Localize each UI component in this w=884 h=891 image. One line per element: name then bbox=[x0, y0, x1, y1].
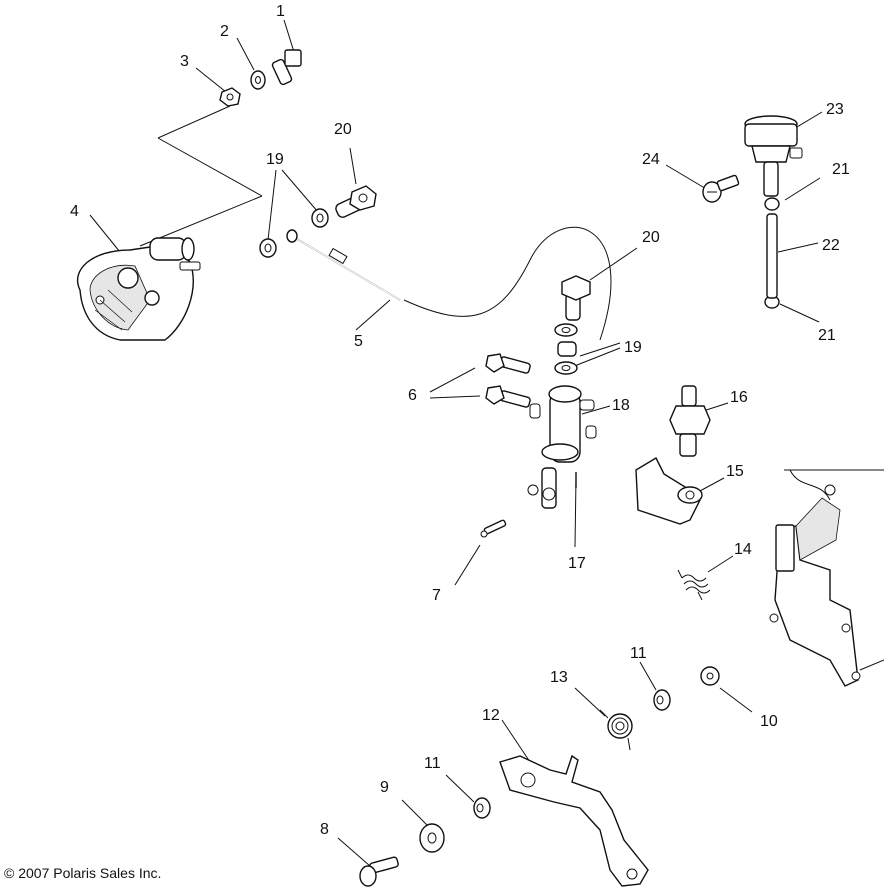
callout-20-upper: 20 bbox=[334, 121, 352, 138]
part-1-bolt bbox=[271, 49, 302, 86]
part-10-washer bbox=[700, 666, 720, 686]
callout-10: 10 bbox=[760, 713, 778, 730]
callout-3: 3 bbox=[180, 53, 189, 70]
part-24-screw bbox=[702, 174, 740, 203]
callout-11-lower: 11 bbox=[424, 755, 441, 772]
part-22-hose bbox=[766, 213, 778, 299]
part-3-nut bbox=[219, 87, 241, 107]
callout-23: 23 bbox=[826, 101, 844, 118]
callout-17: 17 bbox=[568, 555, 586, 572]
callout-22: 22 bbox=[822, 237, 840, 254]
callout-20-lower: 20 bbox=[642, 229, 660, 246]
part-18-master-cylinder bbox=[527, 385, 597, 509]
callout-7: 7 bbox=[432, 587, 441, 604]
callout-18: 18 bbox=[612, 397, 630, 414]
part-5-brake-rod bbox=[286, 229, 348, 265]
callout-24: 24 bbox=[642, 151, 660, 168]
callout-21-lower: 21 bbox=[818, 327, 836, 344]
part-9-washer bbox=[419, 823, 445, 853]
callout-13: 13 bbox=[550, 669, 568, 686]
part-15-bracket bbox=[635, 457, 703, 525]
part-19-sealing-washers-left bbox=[259, 208, 329, 258]
part-16-fitting bbox=[669, 385, 711, 457]
part-2-washer bbox=[250, 70, 266, 90]
callout-1: 1 bbox=[276, 3, 285, 20]
callout-12: 12 bbox=[482, 707, 500, 724]
part-11-bushing-lower bbox=[473, 797, 491, 819]
callout-19-left: 19 bbox=[266, 151, 284, 168]
part-4-brake-caliper bbox=[77, 237, 201, 341]
frame-section bbox=[769, 469, 884, 687]
leader-lines bbox=[89, 19, 823, 867]
part-7-clevis-pin bbox=[480, 519, 507, 538]
callout-4: 4 bbox=[70, 203, 79, 220]
copyright-notice: © 2007 Polaris Sales Inc. bbox=[4, 865, 161, 881]
callout-2: 2 bbox=[220, 23, 229, 40]
callout-21-upper: 21 bbox=[832, 161, 850, 178]
callout-6: 6 bbox=[408, 387, 417, 404]
part-14-spring bbox=[677, 569, 711, 601]
part-20-banjo-bolt-upper bbox=[335, 185, 377, 218]
part-21-hose-clamps bbox=[764, 197, 780, 309]
callout-5: 5 bbox=[354, 333, 363, 350]
callout-15: 15 bbox=[726, 463, 744, 480]
callout-16: 16 bbox=[730, 389, 748, 406]
part-6-bolts bbox=[485, 353, 531, 408]
part-19-sealing-washers-right bbox=[554, 323, 578, 375]
callout-9: 9 bbox=[380, 779, 389, 796]
part-13-spring bbox=[599, 709, 633, 751]
callout-14: 14 bbox=[734, 541, 752, 558]
callout-labels: 1 2 3 4 5 6 7 8 9 10 11 11 12 13 14 15 1… bbox=[70, 3, 850, 838]
part-11-bushing-upper bbox=[653, 689, 671, 711]
callout-19-right: 19 bbox=[624, 339, 642, 356]
part-12-brake-pedal bbox=[499, 754, 649, 887]
callout-11-upper: 11 bbox=[630, 645, 647, 662]
part-8-bolt bbox=[359, 856, 399, 887]
callout-8: 8 bbox=[320, 821, 329, 838]
part-20-banjo-bolt-lower bbox=[561, 275, 591, 321]
part-23-reservoir bbox=[744, 115, 803, 197]
